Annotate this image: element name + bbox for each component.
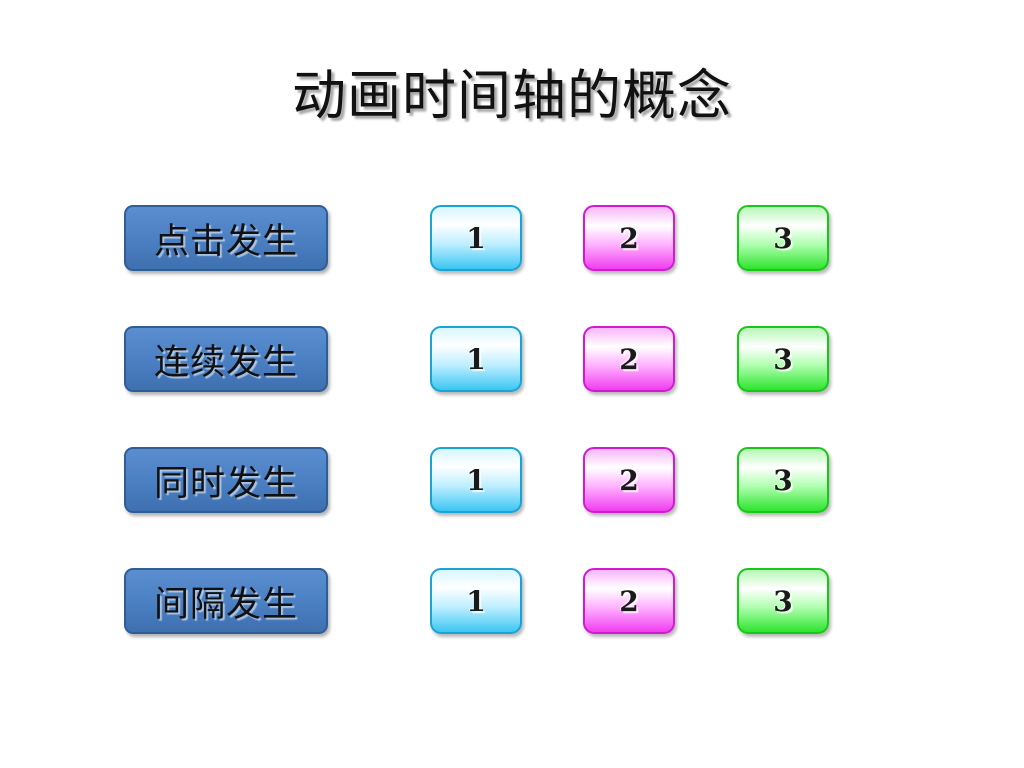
step-1-button[interactable]: 1 <box>430 447 522 513</box>
slide-title: 动画时间轴的概念 <box>292 64 732 127</box>
step-3-button[interactable]: 3 <box>737 447 829 513</box>
simultaneous-trigger-button[interactable]: 同时发生 <box>124 447 328 513</box>
step-2-button[interactable]: 2 <box>583 568 675 634</box>
step-2-button[interactable]: 2 <box>583 205 675 271</box>
step-3-button[interactable]: 3 <box>737 205 829 271</box>
continuous-trigger-button[interactable]: 连续发生 <box>124 326 328 392</box>
step-3-button[interactable]: 3 <box>737 568 829 634</box>
row-continuous: 连续发生 1 2 3 <box>0 326 1024 396</box>
interval-trigger-button[interactable]: 间隔发生 <box>124 568 328 634</box>
step-2-button[interactable]: 2 <box>583 326 675 392</box>
click-trigger-button[interactable]: 点击发生 <box>124 205 328 271</box>
step-1-button[interactable]: 1 <box>430 326 522 392</box>
row-interval: 间隔发生 1 2 3 <box>0 568 1024 638</box>
step-3-button[interactable]: 3 <box>737 326 829 392</box>
row-click: 点击发生 1 2 3 <box>0 205 1024 275</box>
step-1-button[interactable]: 1 <box>430 205 522 271</box>
step-1-button[interactable]: 1 <box>430 568 522 634</box>
step-2-button[interactable]: 2 <box>583 447 675 513</box>
row-simultaneous: 同时发生 1 2 3 <box>0 447 1024 517</box>
